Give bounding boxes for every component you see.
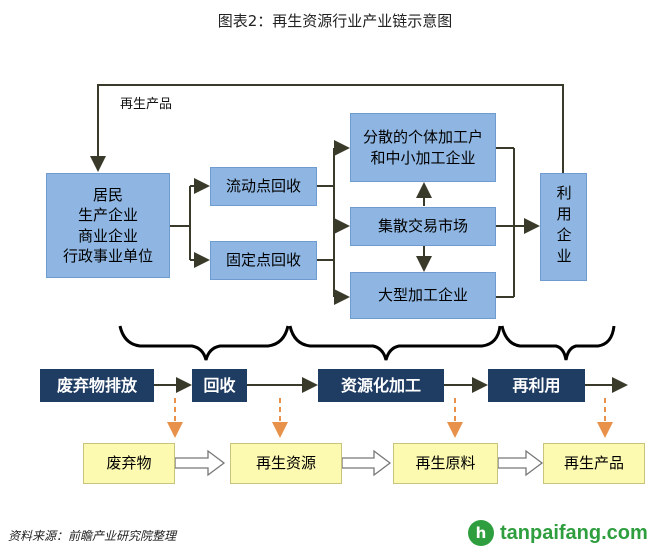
material-renewable-product: 再生产品: [543, 443, 645, 484]
stage-discharge: 废弃物排放: [40, 369, 154, 402]
sources-line: 商业企业: [77, 226, 138, 245]
stage-processing: 资源化加工: [318, 369, 444, 402]
hollow-arrow-2: [341, 449, 392, 477]
material-renewable-raw: 再生原料: [393, 443, 498, 484]
large-processors-box: 大型加工企业: [350, 272, 496, 319]
hollow-arrow-3: [497, 449, 544, 477]
brace-processing: [288, 325, 502, 361]
material-renewable-resource: 再生资源: [230, 443, 342, 484]
logo-text: tanpaifang.com: [500, 521, 648, 544]
trading-market-box: 集散交易市场: [350, 207, 496, 246]
collection-to-processing: [317, 148, 335, 297]
stage-recycle: 回收: [192, 369, 247, 402]
fixed-collection-box: 固定点回收: [210, 241, 317, 280]
brace-sources: [118, 325, 290, 361]
brace-user: [500, 325, 616, 361]
small-processors-line: 和中小加工企业: [370, 148, 476, 167]
user-enterprise-box: 利用企业: [540, 173, 587, 281]
hollow-arrow-1: [174, 449, 226, 477]
small-processors-box: 分散的个体加工户 和中小加工企业: [350, 113, 496, 182]
material-waste: 废弃物: [83, 443, 175, 484]
small-processors-line: 分散的个体加工户: [362, 128, 483, 147]
processing-to-user: [496, 147, 515, 298]
sources-line: 行政事业单位: [62, 246, 153, 265]
chart-title: 图表2：再生资源行业产业链示意图: [217, 12, 453, 30]
sources-box: 居民 生产企业 商业企业 行政事业单位: [46, 173, 170, 278]
sources-to-collection: [170, 186, 191, 260]
sources-line: 居民: [92, 186, 123, 204]
stage-reuse: 再利用: [488, 369, 585, 402]
leaf-logo-icon: h: [468, 520, 494, 546]
source-note: 资料来源：前瞻产业研究院整理: [8, 529, 177, 543]
user-enterprise-label: 利用企业: [554, 185, 573, 269]
mobile-collection-box: 流动点回收: [210, 167, 317, 206]
tanpaifang-logo: h tanpaifang.com: [468, 517, 648, 549]
feedback-label: 再生产品: [120, 97, 173, 112]
feedback-arrow: [90, 84, 564, 173]
sources-line: 生产企业: [77, 206, 138, 225]
